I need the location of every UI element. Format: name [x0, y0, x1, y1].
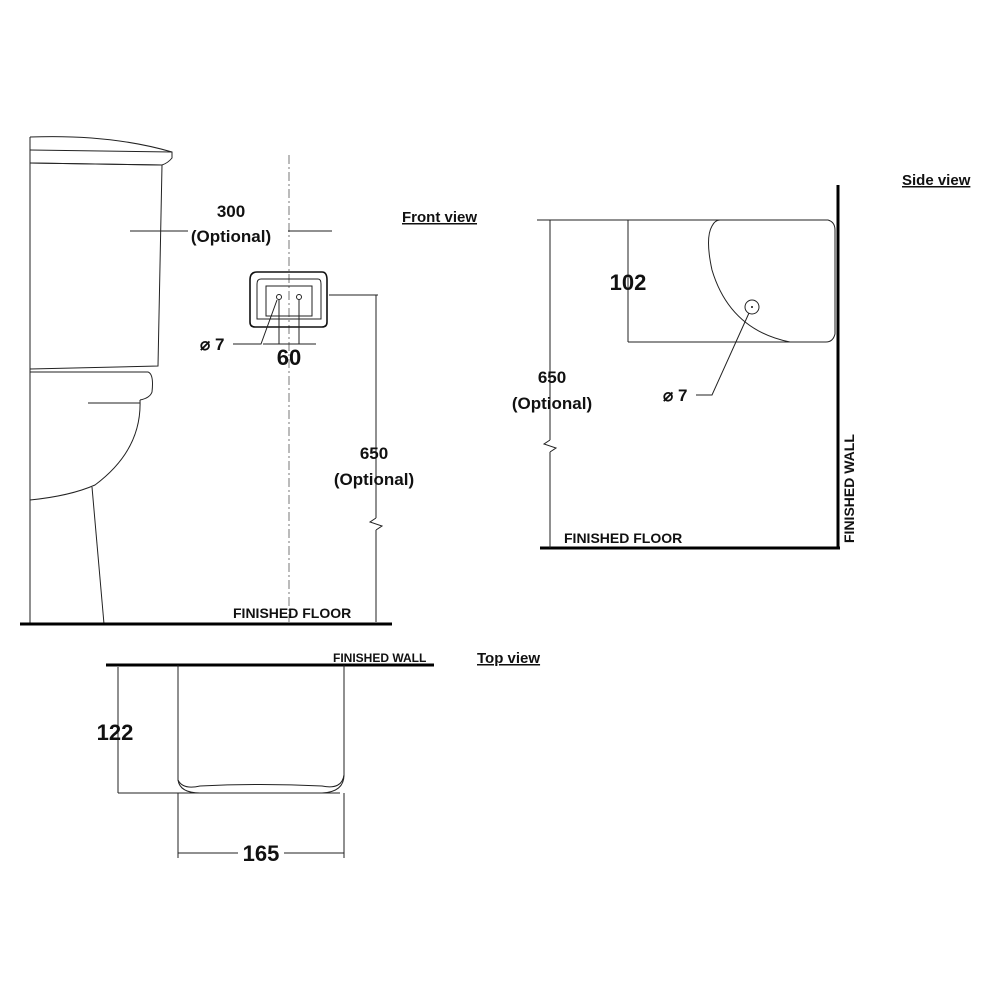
side-finished-wall-label: FINISHED WALL	[841, 434, 857, 543]
dim-122-label: 122	[97, 720, 134, 745]
front-dim-650-note: (Optional)	[334, 470, 414, 489]
dim-102-label: 102	[610, 270, 647, 295]
dim-165-label: 165	[243, 841, 280, 866]
side-finished-floor-label: FINISHED FLOOR	[564, 530, 682, 546]
side-view: Side view FINISHED WALL FINISHED FLOOR 1…	[512, 172, 971, 550]
side-dim-650-label: 650	[538, 368, 566, 387]
top-view-title: Top view	[477, 650, 540, 667]
hole-diameter-label: ⌀ 7	[200, 335, 224, 354]
side-hole-diameter-label: ⌀ 7	[663, 386, 687, 405]
top-finished-wall-label: FINISHED WALL	[333, 651, 426, 665]
front-dim-650-label: 650	[360, 444, 388, 463]
front-finished-floor-label: FINISHED FLOOR	[233, 605, 351, 621]
toilet-outline	[29, 136, 173, 625]
wall-bracket	[249, 271, 328, 328]
side-view-title: Side view	[902, 172, 971, 189]
top-view: Top view FINISHED WALL 122 165	[97, 650, 541, 866]
dim-300-label: 300	[217, 202, 245, 221]
front-view: 300 (Optional) 60 ⌀ 7 650 (Optional) FIN…	[20, 136, 477, 626]
side-bracket-profile	[708, 219, 836, 343]
front-view-title: Front view	[402, 209, 477, 226]
dim-300-note: (Optional)	[191, 227, 271, 246]
dim-60-label: 60	[277, 345, 301, 370]
top-bracket-outline	[177, 665, 345, 794]
side-dim-650-note: (Optional)	[512, 394, 592, 413]
